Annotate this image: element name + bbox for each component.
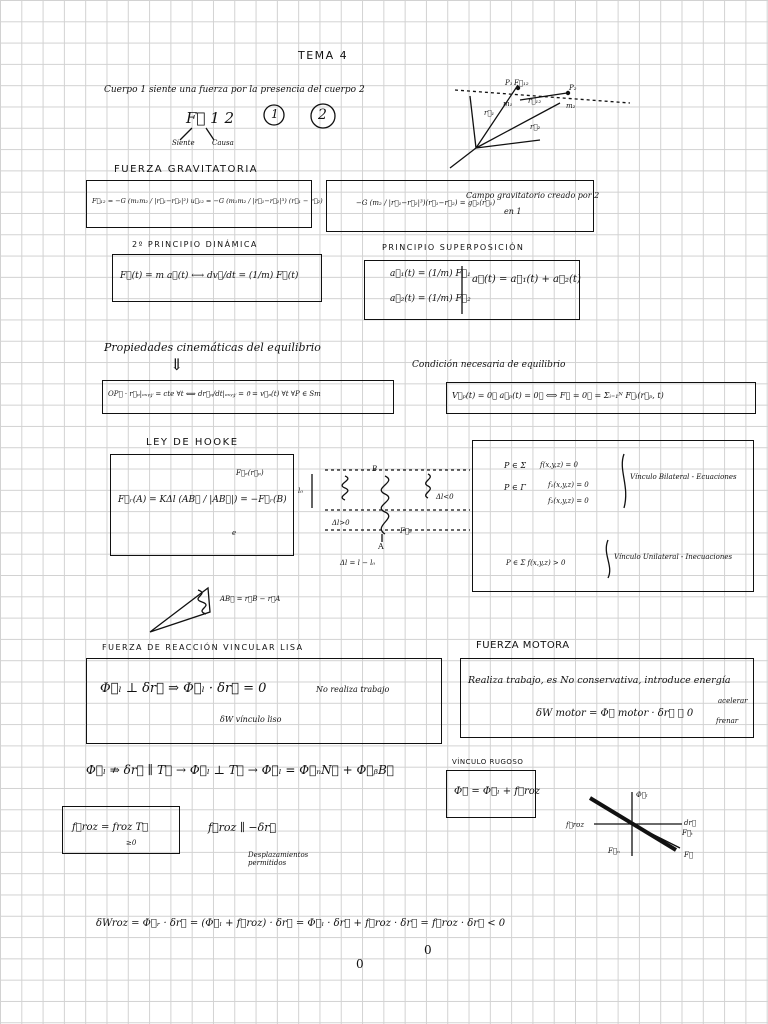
- condition-formula: V⃗ₚ(t) = 0⃗ a⃗ₚ(t) = 0⃗ ⟺ F⃗ = 0⃗ = Σᵢ₌₁…: [452, 391, 664, 400]
- p2-label: P₂: [569, 84, 577, 92]
- m1-label: m₁: [503, 100, 513, 108]
- equilibrium-arrow: ⇓: [170, 355, 184, 374]
- bilateral-label: Vínculo Bilateral - Ecuaciones: [630, 473, 737, 481]
- pee-label: P ∈ Σ: [504, 461, 527, 470]
- zero-1: 0: [356, 957, 364, 971]
- spring-A: A: [378, 542, 384, 551]
- motor-brake: frenar: [716, 717, 739, 725]
- pcs-label: P ∈ Σ f(x,y,z) > 0: [506, 559, 566, 567]
- equilibrium-formula: OP⃗ · r⃗ₚ|ₒₓᵧ𝓏 = cte ∀t ⟺ dr⃗ₚ/dt|ₒₓᵧ𝓏 =…: [108, 390, 321, 398]
- diag-ft: F⃗ₜ: [682, 829, 693, 837]
- gravitational-formula-box: [86, 180, 312, 228]
- page-title: TEMA 4: [298, 49, 349, 62]
- superposition-heading: PRINCIPIO SUPERPOSICIÓN: [382, 243, 525, 252]
- rough-chain: Φ⃗ₗ ⇏ δr⃗ ∥ T⃗ → Φ⃗ₗ ⊥ T⃗ → Φ⃗ₗ = Φ⃗ₙN⃗ …: [86, 763, 394, 777]
- siente-label: Siente: [172, 139, 195, 147]
- reaction-box: [86, 658, 442, 744]
- friction-formula: f⃗roz = froz T⃗: [72, 822, 149, 833]
- pee-eq: f(x,y,z) = 0: [540, 461, 578, 469]
- spring-dl-pos: Δl>0: [332, 519, 350, 527]
- hooke-formula: F⃗ᵣ(A) = KΔl (AB⃗ / |AB⃗|) = −F⃗ᵣ(B): [118, 495, 287, 505]
- causa-label: Causa: [212, 139, 234, 147]
- intro-line: Cuerpo 1 siente una fuerza por la presen…: [104, 85, 365, 95]
- friction-work-formula: δWroz = Φ⃗ᵣ · δr⃗ = (Φ⃗ₗ + f⃗roz) · δr⃗ …: [96, 918, 506, 929]
- hooke-formula-box: [110, 454, 294, 556]
- field-formula-box: [326, 180, 594, 232]
- no-work-label: No realiza trabajo: [316, 685, 390, 694]
- pet-label: P ∈ Γ: [504, 483, 526, 492]
- equilibrium-box: [102, 380, 394, 414]
- hooke-sub-note: F⃗ₑ(r⃗ₚ): [236, 469, 264, 477]
- r2-label: r⃗₂: [530, 123, 541, 131]
- equilibrium-title: Propiedades cinemáticas del equilibrio: [104, 341, 321, 354]
- allowed-displacements: Desplazamientos permitidos: [248, 851, 309, 867]
- spring-dl-def: Δl = l − l₀: [340, 559, 376, 567]
- p1-label: P₁: [505, 79, 513, 87]
- spring-l0: l₀: [298, 487, 304, 495]
- unilateral-label: Vínculo Unilateral - Inecuaciones: [614, 553, 733, 561]
- field-formula: −G (m₂ / |r⃗₁−r⃗₂|³)(r⃗₁−r⃗₂) = g⃗₂(r⃗₁): [356, 199, 496, 207]
- rough-formula: Φ⃗ = Φ⃗ₗ + f⃗roz: [454, 786, 541, 797]
- m2-label: m₂: [566, 102, 576, 110]
- condition-box: [446, 382, 756, 414]
- reaction-heading: FUERZA DE REACCIÓN VINCULAR LISA: [102, 643, 304, 652]
- motor-heading: FUERZA MOTORA: [476, 640, 570, 651]
- friction-box: [62, 806, 180, 854]
- rough-heading: VÍNCULO RUGOSO: [452, 758, 524, 766]
- spring-fr: F⃗ₑ: [400, 527, 412, 535]
- gravitational-formula: F⃗₁₂ = −G (m₁m₂ / |r⃗₁−r⃗₂|²) u⃗₁₂ = −G …: [92, 197, 323, 205]
- superposition-box: [364, 260, 580, 320]
- pet-eq1: f₁(x,y,z) = 0: [548, 481, 589, 489]
- motor-box: [460, 658, 754, 738]
- constraints-box: [472, 440, 754, 592]
- dynamics-heading: 2º PRINCIPIO DINÁMICA: [132, 240, 258, 249]
- diag-dr: dr⃗: [684, 819, 697, 827]
- superposition-a2: a⃗₂(t) = (1/m) F⃗₂: [390, 294, 471, 304]
- hooke-heading: LEY DE HOOKE: [146, 437, 239, 448]
- reaction-formula: Φ⃗ₗ ⊥ δr⃗ ⇒ Φ⃗ₗ · δr⃗ = 0: [100, 681, 267, 696]
- zero-2: 0: [424, 943, 432, 957]
- superposition-sum: a⃗(t) = a⃗₁(t) + a⃗₂(t): [472, 274, 581, 285]
- r12-label: r⃗₁₂: [528, 97, 542, 105]
- dynamics-formula-box: [112, 254, 322, 302]
- circle-1: 1: [271, 107, 279, 121]
- circle-2: 2: [318, 107, 327, 123]
- gravitational-heading: FUERZA GRAVITATORIA: [114, 164, 259, 175]
- friction-parallel: f⃗roz ∥ −δr⃗: [208, 821, 277, 834]
- field-text-1: Campo gravitatorio creado por 2: [466, 191, 600, 200]
- friction-geq: ≥0: [126, 839, 137, 847]
- spring-B: B: [372, 465, 378, 473]
- diag-fn: F⃗ₙ: [608, 847, 620, 855]
- dynamics-formula: F⃗(t) = m a⃗(t) ⟷ dv⃗/dt = (1/m) F⃗(t): [120, 271, 299, 281]
- diag-froz: f⃗roz: [566, 821, 585, 829]
- motor-formula: δW motor = Φ⃗ motor · δr⃗ ≶ 0: [536, 708, 694, 719]
- field-text-2: en 1: [504, 207, 522, 216]
- pet-eq2: f₂(x,y,z) = 0: [548, 497, 589, 505]
- superposition-a1: a⃗₁(t) = (1/m) F⃗₁: [390, 269, 471, 279]
- motor-text: Realiza trabajo, es No conservativa, int…: [468, 675, 731, 686]
- spring-dl-neg: Δl<0: [436, 493, 454, 501]
- motor-accelerate: acelerar: [718, 697, 748, 705]
- f12-label: F⃗ 1 2: [186, 109, 235, 127]
- r1-label: r⃗₁: [484, 109, 495, 117]
- spring-ab-note: AB⃗ = r⃗B − r⃗A: [220, 595, 281, 603]
- reaction-underbrace: δW vínculo liso: [220, 715, 282, 724]
- condition-title: Condición necesaria de equilibrio: [412, 360, 566, 370]
- hooke-sub-e: e: [232, 529, 237, 537]
- diag-f: F⃗: [684, 851, 694, 859]
- diag-phi: Φ⃗ₗ: [636, 791, 648, 799]
- rough-box: [446, 770, 536, 818]
- f12-diagram-label: F⃗₁₂: [514, 79, 529, 87]
